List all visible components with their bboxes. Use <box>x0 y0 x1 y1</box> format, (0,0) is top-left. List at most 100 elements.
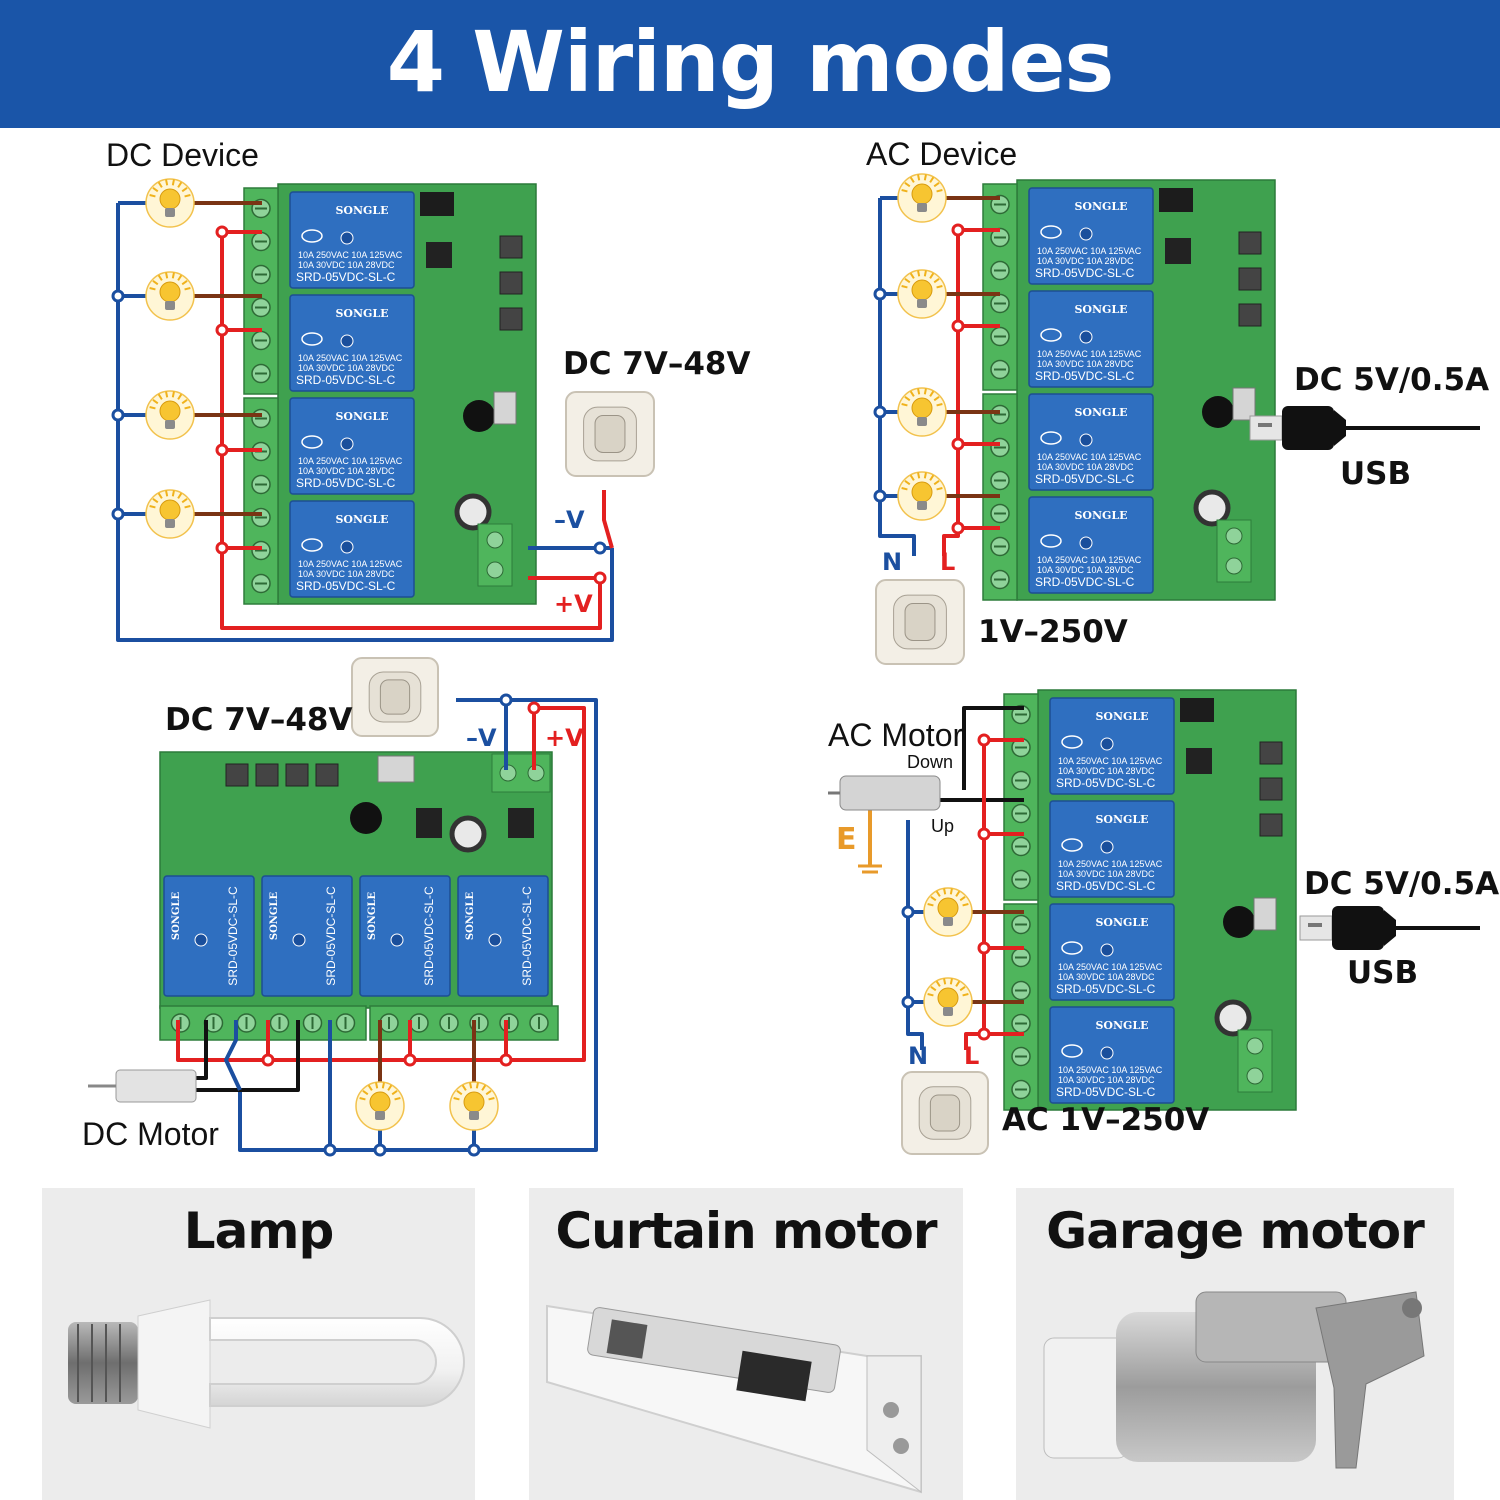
wire-junction <box>951 223 965 237</box>
curtain-motor-illustration <box>546 1304 922 1494</box>
relay-model: SRD-05VDC-SL-C <box>1035 369 1135 383</box>
bulb-glass <box>937 987 959 1009</box>
usb-cable-icon <box>1249 406 1480 450</box>
relay-rating-ac: 10A 250VAC 10A 125VAC <box>1037 246 1142 256</box>
relay-rating-ac: 10A 250VAC 10A 125VAC <box>1058 962 1163 972</box>
bulb-cap <box>917 299 927 308</box>
bulb-cap <box>943 917 953 926</box>
bulb-cap <box>917 417 927 426</box>
usb-plug-metal <box>1299 915 1333 941</box>
bulb-ray <box>936 285 943 289</box>
bulb-ray <box>387 1084 393 1091</box>
bulb-ray <box>936 403 943 407</box>
bulb-ray <box>929 390 935 397</box>
relay-rating-ac: 10A 250VAC 10A 125VAC <box>1058 859 1163 869</box>
bulb-ray <box>171 179 175 186</box>
dc-device-pos-label: +V <box>554 590 593 618</box>
bulb-ray <box>381 1082 385 1089</box>
relay-brand: SONGLE <box>335 307 388 320</box>
terminal-block <box>243 187 279 395</box>
pos-wire <box>220 232 602 630</box>
relay-model: SRD-05VDC-SL-C <box>1035 266 1135 280</box>
bulb-glass <box>911 481 933 503</box>
bulb-ray <box>469 1082 473 1089</box>
board-button <box>255 763 279 787</box>
bulb-glass <box>159 188 181 210</box>
terminal-block <box>369 1005 559 1041</box>
board-capacitor <box>1193 489 1231 527</box>
page-title: 4 Wiring modes <box>386 13 1115 111</box>
relay-dot <box>340 334 354 348</box>
relay-rating-dc: 10A 30VDC 10A 28VDC <box>1037 359 1134 369</box>
relay-brand: SONGLE <box>1095 710 1148 723</box>
bulb-ray <box>930 895 937 902</box>
relay-rating-dc: 10A 30VDC 10A 28VDC <box>1058 972 1155 982</box>
wire-junction <box>373 1143 387 1157</box>
relay-dot <box>340 437 354 451</box>
bulb-ray <box>927 903 934 907</box>
power-socket-icon <box>351 657 439 737</box>
board-button <box>1259 777 1283 801</box>
motor-wire <box>962 706 1024 790</box>
wire-junction <box>951 319 965 333</box>
relay-rating-ac: 10A 250VAC 10A 125VAC <box>1058 756 1163 766</box>
bulb-cap <box>469 1111 479 1120</box>
bulb-ray <box>152 279 159 286</box>
relay-body <box>359 875 451 997</box>
relay-dot <box>488 933 502 947</box>
relay-brand: SONGLE <box>465 891 476 940</box>
bulb-ray <box>177 492 183 499</box>
bulb-glass <box>159 400 181 422</box>
relay-model: SRD-05VDC-SL-C <box>296 476 396 490</box>
power-socket-icon <box>901 1071 989 1155</box>
bulb-icon <box>897 471 947 521</box>
bulb-ray <box>149 505 156 509</box>
relay-cqc-mark <box>1061 941 1083 955</box>
bulb-glass <box>159 499 181 521</box>
relay-dot <box>1100 943 1114 957</box>
bulb-ray <box>929 474 935 481</box>
bulb-ray <box>177 274 183 281</box>
dc-device-neg-label: –V <box>554 506 585 534</box>
terminal-block <box>1003 693 1039 901</box>
application-panel-lamp: Lamp <box>42 1188 475 1500</box>
relay-rating-ac: 10A 250VAC 10A 125VAC <box>298 250 403 260</box>
bulb-ray <box>923 388 927 395</box>
terminal-screw <box>486 531 504 549</box>
socket-plug-grip <box>379 679 411 715</box>
relay-model: SRD-05VDC-SL-C <box>324 886 338 986</box>
wire-junction <box>873 287 887 301</box>
relay-brand: SONGLE <box>1074 406 1127 419</box>
neutral-wire <box>906 820 924 1050</box>
wire-junction <box>403 1053 417 1067</box>
bulb-ray <box>375 1082 379 1089</box>
bulb-ray <box>955 980 961 987</box>
supply-cord <box>602 490 614 549</box>
wire-junction <box>215 225 229 239</box>
bulb-cap <box>165 420 175 429</box>
board-inductor <box>1202 396 1234 428</box>
relay-model: SRD-05VDC-SL-C <box>1056 776 1156 790</box>
bulb-cap <box>165 208 175 217</box>
relay-rating-ac: 10A 250VAC 10A 125VAC <box>1037 452 1142 462</box>
wire-junction <box>873 489 887 503</box>
board-chip <box>1165 238 1191 264</box>
bulb-icon <box>897 269 947 319</box>
wire-junction <box>901 995 915 1009</box>
bulb-ray <box>904 479 911 486</box>
bulb-ray <box>901 189 908 193</box>
bulb-ray <box>149 406 156 410</box>
bulb-ray <box>904 277 911 284</box>
board-button <box>1259 813 1283 837</box>
wire-junction <box>593 541 607 555</box>
bulb-ray <box>184 194 191 198</box>
wire-junction <box>323 1143 337 1157</box>
